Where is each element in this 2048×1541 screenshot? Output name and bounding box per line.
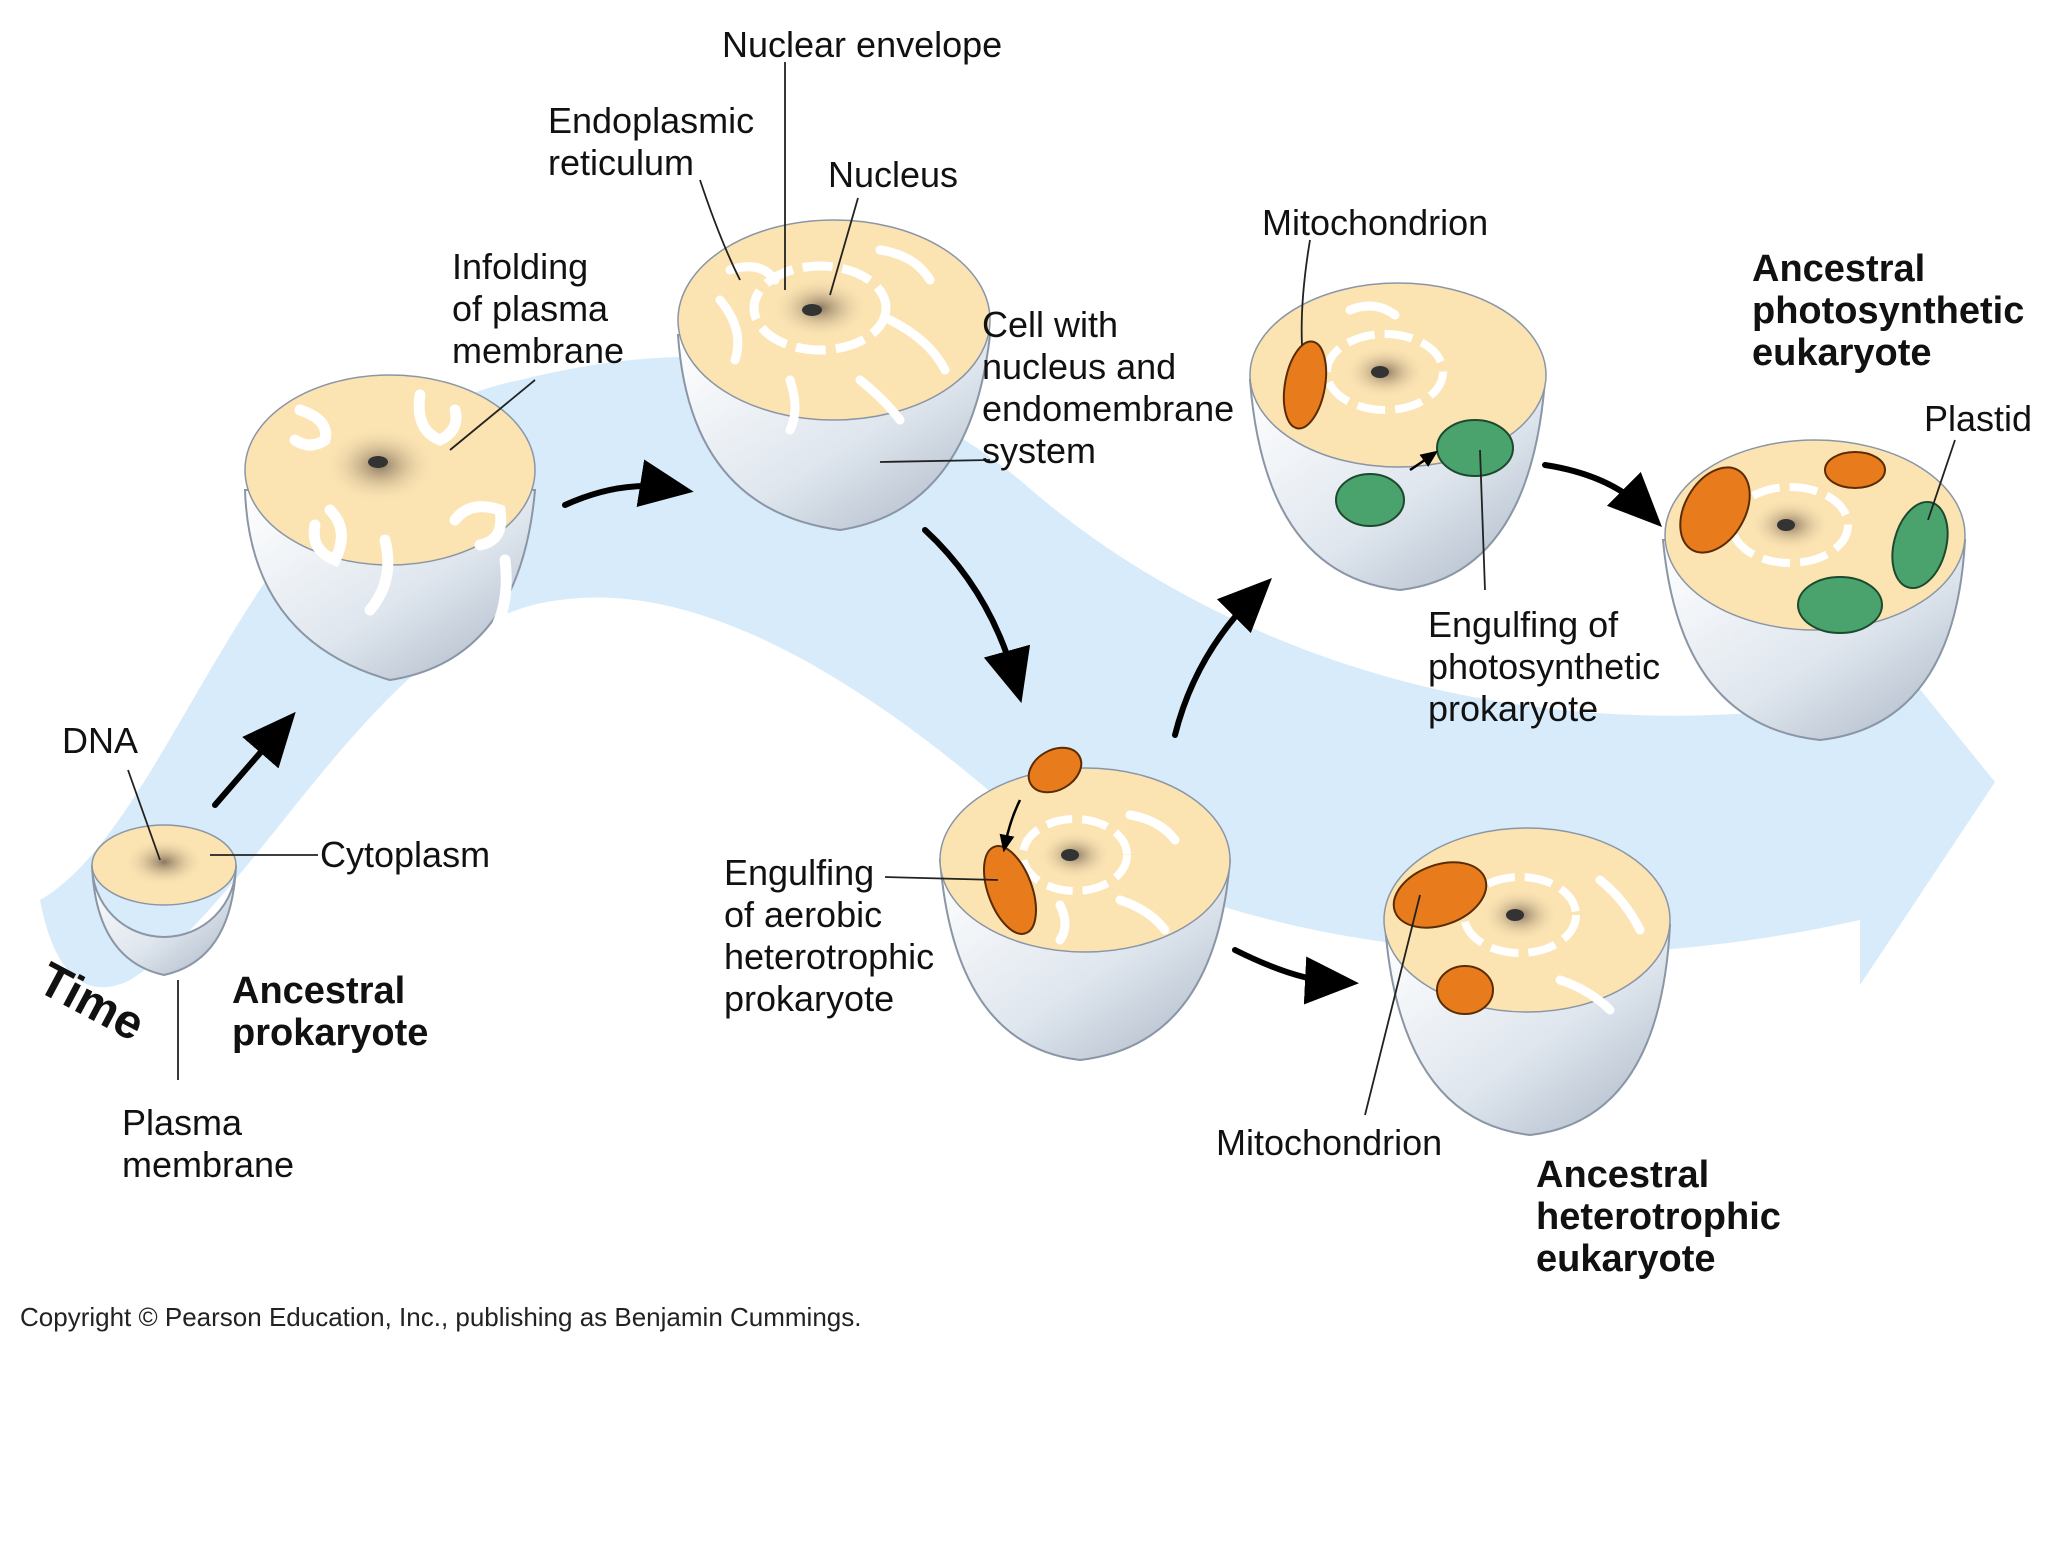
label-plastid: Plastid [1924, 398, 2033, 439]
label-ancestral-prokaryote: Ancestral prokaryote [232, 970, 429, 1054]
label-cell-with-nucleus: Cell with nucleus and endomembrane syste… [982, 304, 1235, 471]
cell-infolding [243, 374, 537, 682]
mitochondrion-cell5 [1282, 340, 1328, 430]
cell-endomembrane [676, 219, 992, 532]
arrow-2 [562, 459, 694, 508]
label-engulfing-photosynthetic: Engulfing of photosynthetic prokaryote [1428, 604, 1661, 729]
arrow-6 [1232, 947, 1359, 1005]
cell-ancestral-heterotrophic [1383, 827, 1672, 1137]
label-ancestral-heterotrophic: Ancestral heterotrophic eukaryote [1536, 1154, 1781, 1280]
cell-ancestral-prokaryote [91, 824, 237, 977]
label-ancestral-photosynthetic: Ancestral photosynthetic eukaryote [1752, 248, 2025, 374]
mitochondrion-engulfed [983, 845, 1037, 935]
label-cytoplasm: Cytoplasm [320, 834, 491, 875]
copyright-notice: Copyright © Pearson Education, Inc., pub… [20, 1302, 862, 1332]
plastid-b [1797, 576, 1883, 634]
label-infolding: Infolding of plasma membrane [452, 246, 625, 371]
mitochondrion-cell6-b [1824, 451, 1886, 489]
plastid-a [1891, 500, 1949, 590]
label-engulfing-aerobic: Engulfing of aerobic heterotrophic proka… [724, 852, 935, 1019]
photosynthetic-prokaryote-engulfed [1436, 419, 1514, 477]
label-nuclear-envelope: Nuclear envelope [722, 24, 1003, 65]
arrow-4 [1172, 578, 1272, 738]
photosynthetic-prokaryote-outside [1335, 473, 1405, 527]
label-plasma-membrane: Plasma membrane [122, 1102, 295, 1185]
cell-engulfing-photosynthetic [1248, 282, 1547, 592]
label-dna: DNA [62, 720, 139, 761]
leader-lines [127, 62, 1956, 1116]
arrow-5 [1542, 462, 1662, 527]
label-mitochondrion-top: Mitochondrion [1262, 202, 1489, 243]
arrow-1 [212, 711, 296, 808]
label-endoplasmic-reticulum: Endoplasmic reticulum [548, 100, 755, 183]
mitochondrion-cell6-a [1679, 466, 1751, 554]
mitochondrion-cell7-a [1392, 861, 1488, 929]
cell-engulfing-aerobic [938, 746, 1232, 1062]
label-mitochondrion-bottom: Mitochondrion [1216, 1122, 1443, 1163]
aerobic-prokaryote [1027, 746, 1083, 794]
dna-blob [124, 838, 204, 886]
label-nucleus: Nucleus [828, 154, 959, 195]
cell-ancestral-photosynthetic [1661, 439, 1967, 742]
arrow-3 [922, 527, 1031, 704]
mitochondrion-cell7-b [1436, 965, 1494, 1015]
